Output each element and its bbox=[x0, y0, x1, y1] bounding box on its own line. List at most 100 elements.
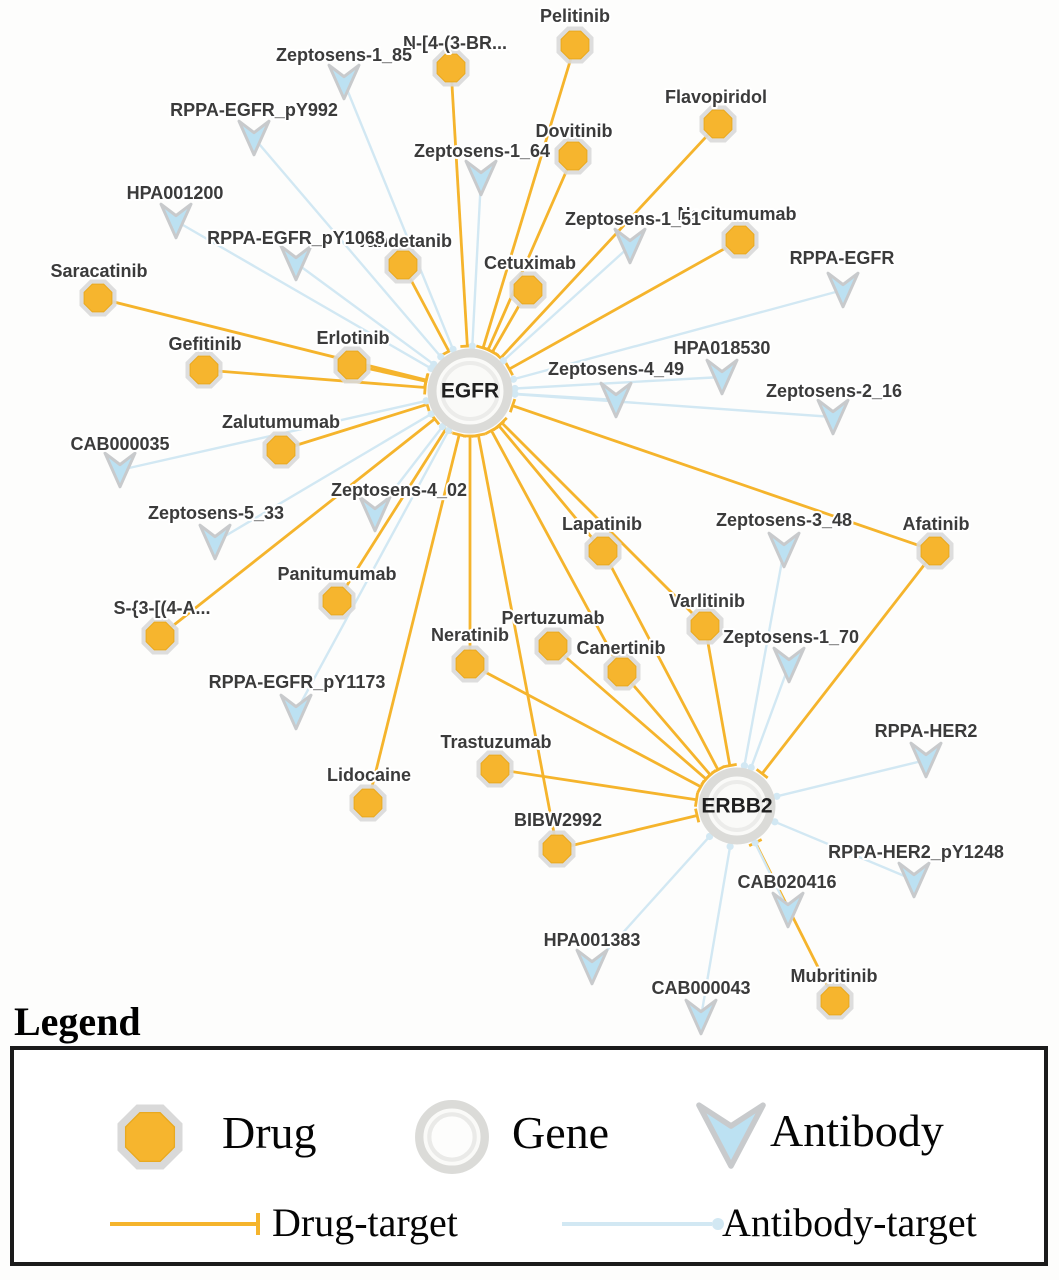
antibody-node-rppa_egfr bbox=[826, 271, 860, 309]
antibody-target-edge bbox=[175, 219, 432, 370]
drug-target-edge bbox=[761, 550, 937, 775]
edge-dot bbox=[511, 390, 519, 398]
node-label: Zeptosens-1_64 bbox=[414, 141, 550, 161]
drug-node-flavopiridol bbox=[699, 105, 737, 143]
antibody-target-edge bbox=[295, 262, 435, 366]
drug-target-edge bbox=[552, 644, 707, 781]
drug-octagon bbox=[124, 1111, 176, 1163]
drug-node-afatinib bbox=[916, 532, 954, 570]
antibody-chevron bbox=[198, 523, 232, 561]
antibody-target-legend-icon bbox=[562, 1218, 724, 1230]
antibody-chevron bbox=[767, 531, 801, 569]
drug-target-edge bbox=[556, 814, 698, 851]
antibody-chevron bbox=[279, 244, 313, 282]
edge-dot bbox=[751, 839, 759, 847]
drug-target-edge bbox=[512, 404, 936, 553]
edge-dot bbox=[712, 1218, 724, 1230]
drug-octagon bbox=[820, 986, 850, 1016]
drug-target-edge bbox=[203, 368, 426, 389]
drug-octagon bbox=[538, 631, 568, 661]
antibody-target-edge bbox=[699, 846, 732, 1018]
drug-octagon bbox=[145, 621, 175, 651]
antibody-target-edge bbox=[514, 393, 834, 419]
antibody-target-edge bbox=[750, 664, 791, 768]
label-layer: PelitinibN-[4-(3-BR...DovitinibFlavopiri… bbox=[48, 4, 1005, 1000]
drug-target-edge bbox=[508, 238, 741, 371]
antibody-chevron bbox=[237, 119, 271, 157]
drug-target-edge bbox=[490, 429, 624, 673]
node-label: HPA018530 bbox=[674, 338, 771, 358]
gene-legend-label: Gene bbox=[512, 1107, 610, 1158]
antibody-legend-icon bbox=[696, 1102, 766, 1169]
antibody-target-edge bbox=[214, 412, 432, 544]
antibody-target-edge bbox=[776, 758, 927, 798]
node-label: HPA001383 bbox=[544, 930, 641, 950]
drug-target-edge bbox=[703, 625, 732, 766]
antibody-node-hpa001383 bbox=[575, 948, 609, 986]
antibody-chevron bbox=[327, 63, 361, 101]
drug-node-erlotinib bbox=[333, 346, 371, 384]
edge-dot bbox=[422, 397, 430, 405]
drug-octagon bbox=[353, 788, 383, 818]
drug-node-pertuzumab bbox=[534, 627, 572, 665]
antibody-chevron bbox=[772, 646, 806, 684]
drug-node-zalutumumab bbox=[262, 431, 300, 469]
drug-octagon bbox=[388, 250, 418, 280]
drug-octagon bbox=[436, 53, 466, 83]
drug-octagon bbox=[725, 225, 755, 255]
node-label: HPA001200 bbox=[127, 183, 224, 203]
node-label: RPPA-EGFR bbox=[790, 248, 895, 268]
node-label: CAB020416 bbox=[737, 872, 836, 892]
drug-target-edge bbox=[97, 296, 427, 382]
edge-layer bbox=[97, 44, 937, 1018]
edge-dot bbox=[444, 426, 453, 435]
node-label: Zeptosens-1_85 bbox=[276, 45, 412, 65]
drug-legend-icon bbox=[117, 1104, 183, 1170]
drug-node-canertinib bbox=[603, 653, 641, 691]
node-label: CAB000035 bbox=[70, 434, 169, 454]
drug-target-edge bbox=[497, 424, 605, 552]
inhibit-tee bbox=[508, 398, 517, 413]
drug-node-n4_3br bbox=[432, 49, 470, 87]
drug-node-pelitinib bbox=[556, 26, 594, 64]
drug-target-edge bbox=[335, 428, 448, 602]
node-label: Panitumumab bbox=[277, 564, 396, 584]
antibody-chevron bbox=[103, 451, 137, 489]
drug-target-edge bbox=[469, 662, 702, 788]
inhibit-tee bbox=[755, 768, 769, 780]
antibody-target-edge bbox=[253, 137, 442, 358]
drug-target-edge bbox=[366, 434, 461, 804]
antibody-chevron bbox=[826, 271, 860, 309]
drug-legend-label: Drug bbox=[222, 1107, 317, 1158]
drug-target-edge bbox=[477, 434, 559, 850]
edge-dot bbox=[773, 792, 781, 800]
drug-node-dovitinib bbox=[554, 137, 592, 175]
drug-octagon bbox=[83, 283, 113, 313]
edge-dot bbox=[509, 375, 518, 383]
drug-octagon bbox=[322, 586, 352, 616]
drug-octagon bbox=[558, 141, 588, 171]
edge-dot bbox=[726, 842, 734, 851]
drug-node-cetuximab bbox=[509, 271, 547, 309]
gene-node-egfr: EGFR bbox=[427, 348, 513, 434]
antibody-chevron bbox=[909, 741, 943, 779]
antibody-node-zeptosens_5_33 bbox=[198, 523, 232, 561]
antibody-chevron bbox=[599, 381, 633, 419]
drug-node-necitumumab bbox=[721, 221, 759, 259]
antibody-chevron bbox=[771, 891, 805, 929]
antibody-node-zeptosens_4_02 bbox=[358, 495, 392, 533]
antibody-target-edge bbox=[774, 820, 915, 882]
drug-target-edge bbox=[620, 671, 712, 776]
inhibit-tee bbox=[471, 432, 486, 438]
drug-node-gefitinib bbox=[185, 351, 223, 389]
antibody-node-zeptosens_4_49 bbox=[599, 381, 633, 419]
edge-dot bbox=[771, 818, 779, 826]
drug-target-edge bbox=[159, 417, 436, 638]
antibody-target-legend-label: Antibody-target bbox=[722, 1200, 977, 1245]
drug-node-vandetanib bbox=[384, 246, 422, 284]
node-label: S-{3-[(4-A... bbox=[113, 598, 210, 618]
edge-dot bbox=[449, 345, 457, 353]
inhibit-tee bbox=[694, 808, 701, 823]
inhibit-tee bbox=[694, 792, 699, 807]
